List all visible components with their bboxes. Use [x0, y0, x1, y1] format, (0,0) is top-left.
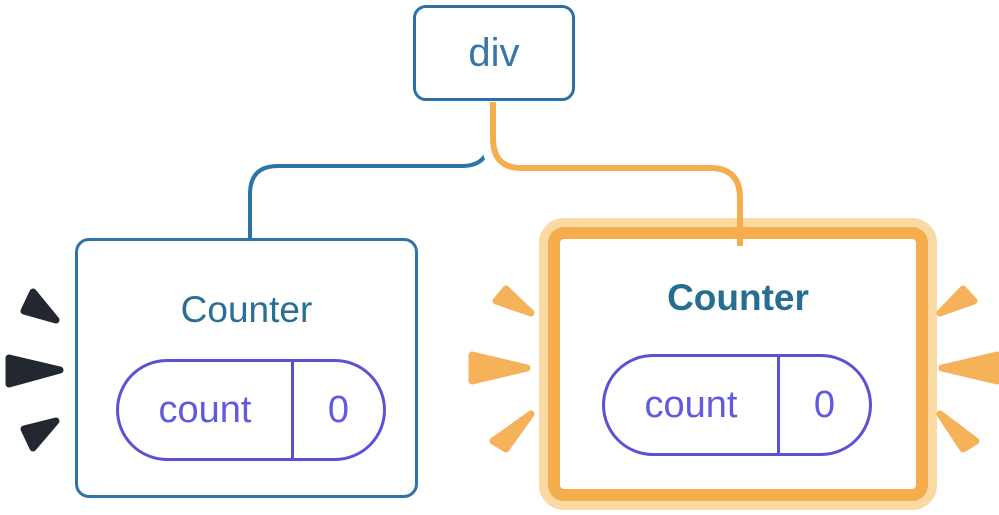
counter-left-title: Counter [180, 289, 313, 330]
state-value-label: 0 [327, 388, 350, 431]
connector-to-left-child [248, 102, 492, 238]
root-node-label: div [468, 30, 520, 75]
state-key-label: count [119, 362, 294, 458]
connector-highlight-casing [481, 102, 752, 218]
state-key-label: count [605, 357, 780, 453]
root-node-div: div [413, 5, 575, 101]
spark-burst-left-icon [5, 288, 64, 452]
counter-node-left: Counter count 0 [75, 238, 418, 498]
counter-right-state-pill: count 0 [602, 354, 872, 456]
state-value-label: 0 [813, 383, 836, 426]
connector-to-right-child [490, 102, 743, 246]
spark-burst-highlight-left-icon [468, 285, 535, 453]
spark-burst-highlight-right-icon [936, 285, 999, 453]
counter-left-state-pill: count 0 [116, 359, 386, 461]
counter-right-title: Counter [667, 277, 809, 318]
counter-node-right-highlighted: Counter count 0 [548, 227, 928, 501]
